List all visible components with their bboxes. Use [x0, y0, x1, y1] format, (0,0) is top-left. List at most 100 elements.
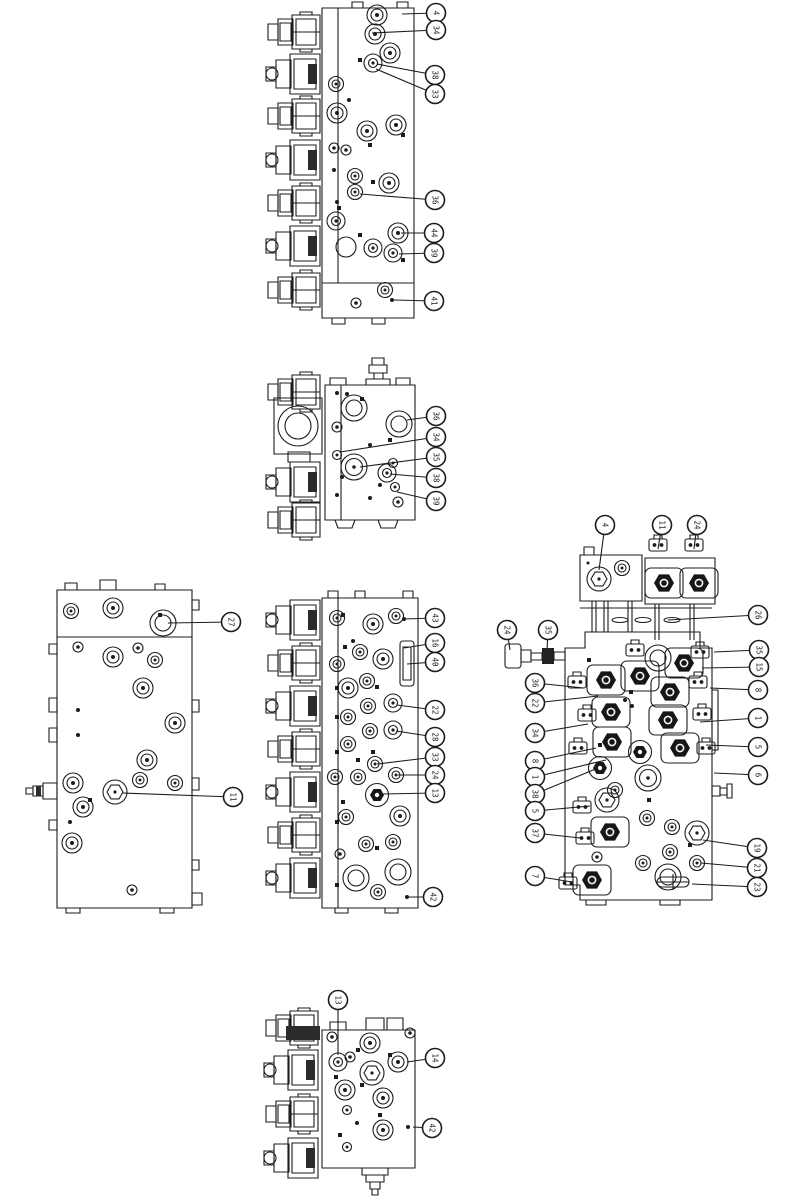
port-marker — [326, 1031, 338, 1043]
callout-number: 16 — [431, 638, 440, 648]
callout-balloon: 37 — [526, 824, 545, 843]
callout-balloon: 42 — [424, 888, 443, 907]
callout-number: 27 — [227, 617, 236, 626]
solenoid-stack — [263, 1007, 320, 1179]
port-label-mark — [335, 750, 339, 754]
callout-number: 38 — [432, 473, 441, 483]
port-marker — [164, 712, 186, 734]
port-marker — [363, 238, 383, 258]
port-marker — [638, 809, 656, 827]
callout-balloon-circle — [526, 802, 545, 821]
port-marker — [341, 1141, 353, 1153]
port-marker — [344, 1051, 356, 1063]
port-marker — [341, 1104, 353, 1116]
callout-number: 35 — [755, 645, 764, 654]
callout-balloon: 26 — [749, 606, 768, 625]
callout-balloon: 24 — [498, 621, 517, 640]
callout-leader-line — [668, 615, 758, 620]
port-label-mark — [88, 798, 92, 802]
callout-balloon: 5 — [526, 802, 545, 821]
port-dot — [335, 391, 339, 395]
callout-balloon: 42 — [423, 1119, 442, 1138]
port-marker — [328, 1052, 348, 1072]
callout-balloon: 40 — [426, 653, 445, 672]
callout-balloon-circle — [425, 224, 444, 243]
port-dot — [340, 475, 344, 479]
port-dot — [76, 708, 80, 712]
port-marker — [334, 848, 346, 860]
port-marker — [372, 1119, 394, 1141]
callout-number: 8 — [531, 759, 540, 764]
callout-balloon-circle — [748, 878, 767, 897]
callout-number: 35 — [432, 452, 441, 461]
port-label-mark — [375, 685, 379, 689]
port-marker — [61, 832, 83, 854]
callout-balloon: 27 — [222, 613, 241, 632]
callout-number: 44 — [430, 228, 439, 238]
callout-leader-line — [340, 437, 436, 452]
port-marker — [335, 236, 357, 258]
callout-number: 13 — [431, 788, 440, 797]
port-label-mark — [598, 743, 602, 747]
callout-number: 33 — [431, 752, 440, 761]
callout-balloon-circle — [424, 888, 443, 907]
callout-balloon: 36 — [427, 407, 446, 426]
port-label-mark — [338, 1133, 342, 1137]
callout-balloon-circle — [427, 448, 446, 467]
view-side-center — [265, 591, 418, 913]
port-marker — [387, 607, 405, 625]
port-dot — [630, 704, 634, 708]
callout-balloon: 11 — [224, 788, 243, 807]
port-marker — [334, 1079, 356, 1101]
port-dot — [345, 392, 349, 396]
callout-balloon-circle — [539, 621, 558, 640]
callout-balloon-circle — [526, 824, 545, 843]
port-marker — [364, 782, 390, 808]
port-label-mark — [401, 133, 405, 137]
port-marker — [132, 677, 154, 699]
callout-balloon-circle — [749, 681, 768, 700]
callout-number: 41 — [430, 296, 439, 305]
port-label-mark — [335, 686, 339, 690]
port-marker — [372, 1087, 394, 1109]
port-marker — [166, 774, 184, 792]
callout-leader-line — [535, 760, 606, 777]
port-label-mark — [358, 58, 362, 62]
callout-balloon: 22 — [526, 694, 545, 713]
port-marker — [591, 851, 603, 863]
port-marker — [361, 722, 379, 740]
callout-balloon-circle — [688, 516, 707, 535]
callout-number: 4 — [601, 523, 610, 528]
callout-number: 11 — [229, 792, 238, 801]
port-marker — [586, 566, 612, 592]
port-marker — [384, 833, 402, 851]
callout-balloon: 33 — [426, 85, 445, 104]
callout-number: 37 — [531, 828, 540, 837]
pilot-valve-coils — [644, 534, 719, 599]
callout-balloon: 38 — [526, 785, 545, 804]
port-marker — [102, 646, 124, 668]
view-face-left — [26, 580, 202, 913]
callout-balloon-circle — [425, 244, 444, 263]
port-label-mark — [688, 843, 692, 847]
port-marker — [146, 651, 164, 669]
port-label-mark — [647, 798, 651, 802]
callout-number: 23 — [753, 882, 762, 891]
callout-balloon: 7 — [526, 867, 545, 886]
solenoid-stack — [265, 599, 321, 899]
callout-balloon-circle — [427, 407, 446, 426]
callout-balloon: 33 — [426, 748, 445, 767]
callout-balloon: 1 — [749, 709, 768, 728]
port-marker — [131, 771, 149, 789]
callout-leader-line — [372, 30, 436, 33]
port-label-mark — [158, 613, 162, 617]
callout-balloon: 36 — [426, 191, 445, 210]
callout-number: 6 — [754, 773, 763, 778]
port-label-mark — [360, 1083, 364, 1087]
port-dot — [335, 493, 339, 497]
callout-balloon: 39 — [427, 492, 446, 511]
port-marker — [136, 749, 158, 771]
callout-balloon-circle — [426, 1049, 445, 1068]
view-top-right — [505, 534, 732, 905]
